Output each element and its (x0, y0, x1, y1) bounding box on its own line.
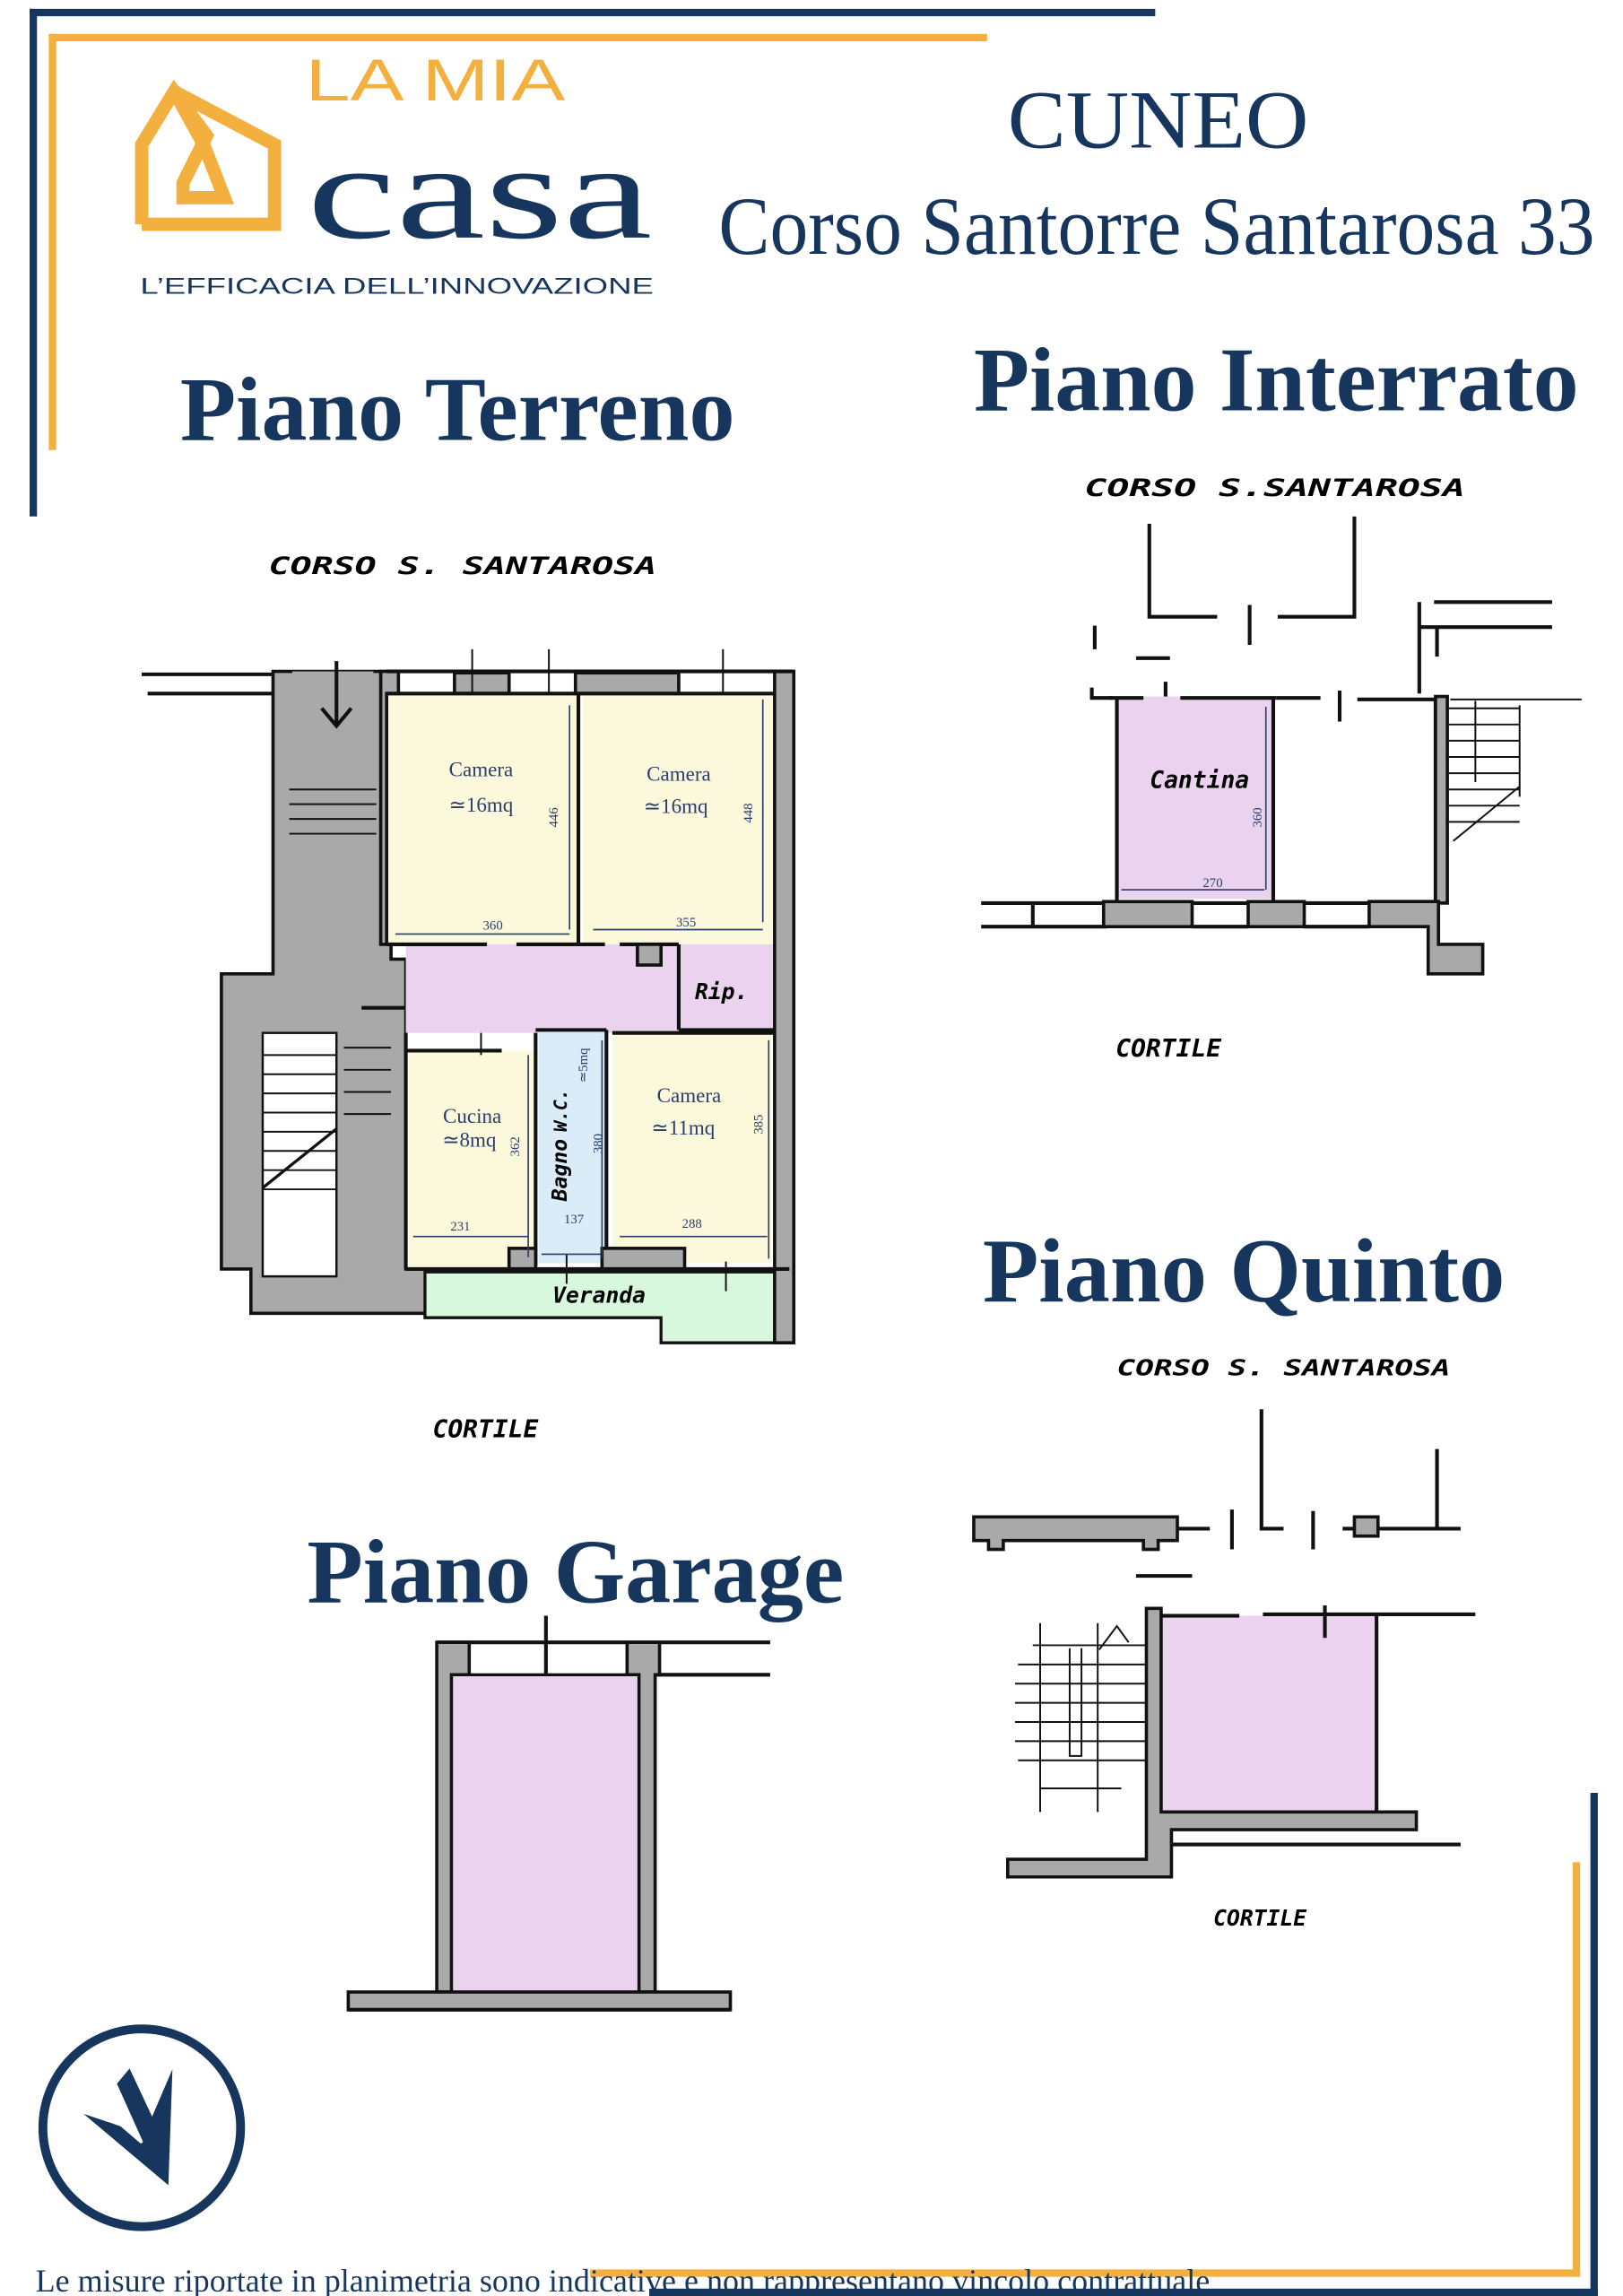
camera2-area: ≃16mq (644, 795, 708, 818)
bagno-depth: 380 (591, 1134, 605, 1153)
room-quinto (1160, 1615, 1377, 1813)
room-camera-3 (612, 1032, 772, 1264)
camera1-width: 360 (483, 919, 503, 934)
rip-label: Rip. (695, 978, 748, 1004)
room-cucina (408, 1050, 536, 1269)
camera3-depth: 385 (752, 1115, 767, 1135)
veranda-label: Veranda (552, 1283, 646, 1309)
plan-piano-terreno: CORSO S. SANTAROSA Camera ≃16 (142, 553, 796, 1443)
cantina-width: 270 (1202, 876, 1222, 891)
cantina-label: Cantina (1150, 768, 1249, 795)
frame-bottom-right (590, 1792, 1598, 2296)
bagno-width: 137 (564, 1213, 584, 1227)
city-title: CUNEO (1008, 74, 1309, 166)
camera3-area: ≃11mq (651, 1116, 715, 1139)
bagno-wc-label: W.C. (551, 1089, 571, 1132)
footer-disclaimer: Le misure riportate in planimetria sono … (36, 2263, 1211, 2296)
cantina-depth: 360 (1251, 807, 1265, 827)
cucina-width: 231 (450, 1220, 470, 1234)
plan-piano-quinto: CORSO S. SANTAROSA CORTILE (972, 1354, 1476, 1931)
bagno-area: ≃5mq (577, 1048, 591, 1083)
camera2-label: Camera (647, 761, 711, 785)
courtyard-label: CORTILE (1115, 1033, 1222, 1063)
room-hallway (405, 944, 775, 1033)
cucina-depth: 362 (508, 1136, 523, 1156)
room-bagno (538, 1030, 607, 1264)
logo-top-text: LA MIA (306, 47, 566, 113)
room-garage (449, 1673, 641, 1994)
room-cantina (1116, 696, 1273, 899)
camera1-depth: 446 (547, 807, 561, 827)
frame-top-left (30, 8, 1156, 517)
address-title: Corso Santorre Santarosa 33 (718, 180, 1594, 272)
street-label: CORSO S.SANTAROSA (1084, 475, 1464, 502)
logo-main-text: casa (307, 117, 652, 267)
brand-logo: LA MIA casa L’EFFICACIA DELL’INNOVAZIONE (135, 47, 654, 299)
badge-w-icon (75, 2060, 176, 2192)
street-label: CORSO S. SANTAROSA (1117, 1354, 1451, 1380)
title-piano-quinto: Piano Quinto (983, 1221, 1505, 1322)
courtyard-label: CORTILE (1213, 1905, 1307, 1931)
title-piano-terreno: Piano Terreno (180, 359, 735, 460)
camera3-width: 288 (682, 1217, 702, 1231)
title-piano-garage: Piano Garage (307, 1522, 844, 1623)
courtyard-label: CORTILE (432, 1413, 539, 1443)
cucina-area: ≃8mq (442, 1127, 497, 1151)
camera2-width: 355 (676, 916, 696, 930)
room-camera-1 (386, 693, 579, 944)
cucina-label: Cucina (443, 1104, 501, 1127)
plan-piano-garage (346, 1615, 770, 2012)
house-icon (135, 79, 282, 231)
title-piano-interrato: Piano Interrato (974, 329, 1579, 430)
logo-tagline: L’EFFICACIA DELL’INNOVAZIONE (140, 274, 654, 299)
brand-badge-logo (38, 2024, 246, 2231)
entrance-arrow-icon (320, 661, 353, 729)
plan-piano-interrato: CORSO S.SANTAROSA Cantina 360 270 CORTIL… (981, 475, 1582, 1063)
bagno-label: Bagno (549, 1139, 572, 1202)
camera1-label: Camera (449, 757, 514, 780)
camera2-depth: 448 (742, 803, 756, 822)
room-camera-2 (582, 693, 775, 944)
street-label: CORSO S. SANTAROSA (269, 553, 657, 580)
camera3-label: Camera (657, 1083, 722, 1107)
camera1-area: ≃16mq (449, 793, 514, 816)
